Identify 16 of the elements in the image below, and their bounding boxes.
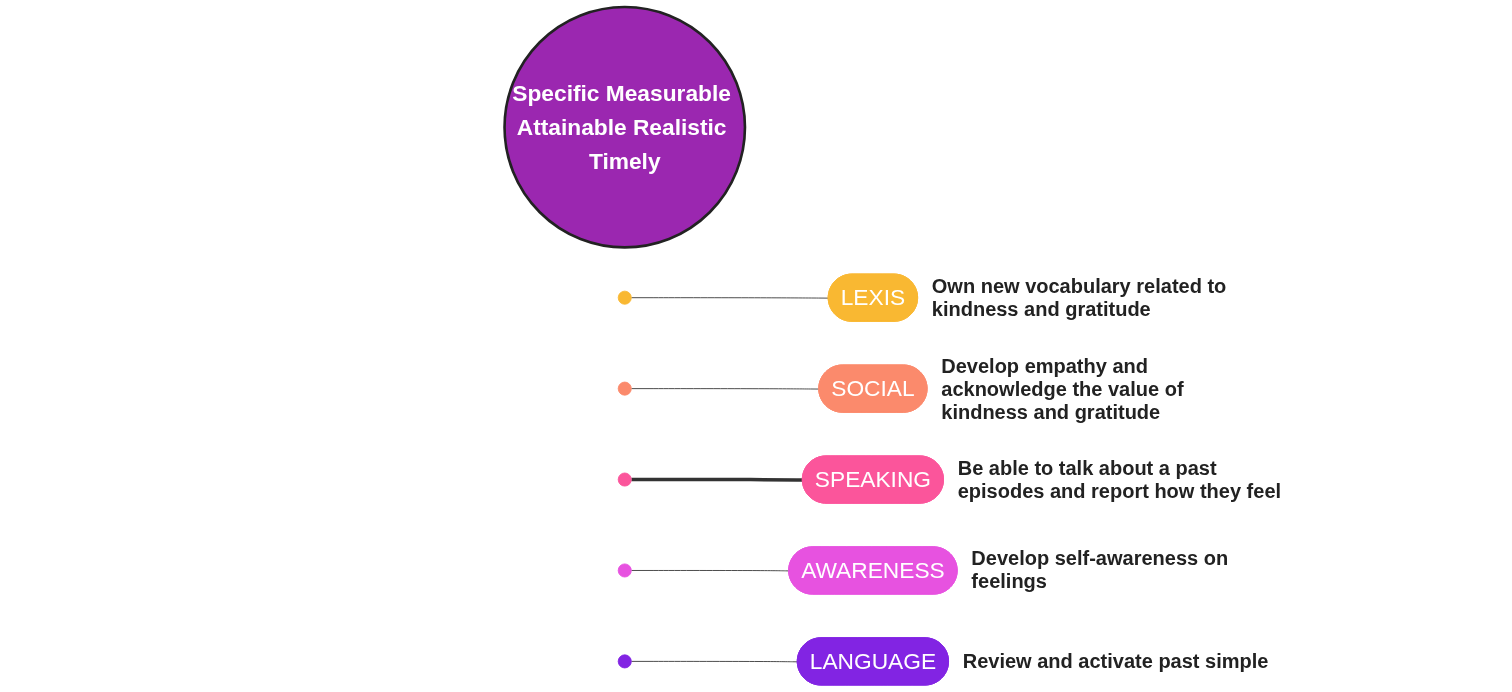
node-circle: [617, 472, 632, 487]
objective-text: Develop empathy and acknowledge the value of kindness and gratitude: [941, 354, 1185, 424]
connector: [631, 388, 820, 390]
connector: [631, 477, 804, 482]
node-circle: [617, 381, 632, 396]
node-circle: Specific Measurable Attainable Realistic Timely: [503, 5, 747, 249]
objective-text: Review and activate past simple: [962, 649, 1269, 673]
connector: [631, 570, 790, 572]
connector: [631, 660, 799, 663]
node-circle: [617, 563, 632, 578]
node-circle: [617, 654, 632, 669]
node-circle: [617, 290, 632, 305]
objective-text: Be able to talk about a past episodes and report how they feel: [957, 456, 1283, 503]
objective-text: Develop self-awareness on feelings: [971, 547, 1230, 594]
objective-text: Own new vocabulary related to kindness and gratitude: [931, 274, 1228, 321]
connector: [631, 297, 830, 299]
